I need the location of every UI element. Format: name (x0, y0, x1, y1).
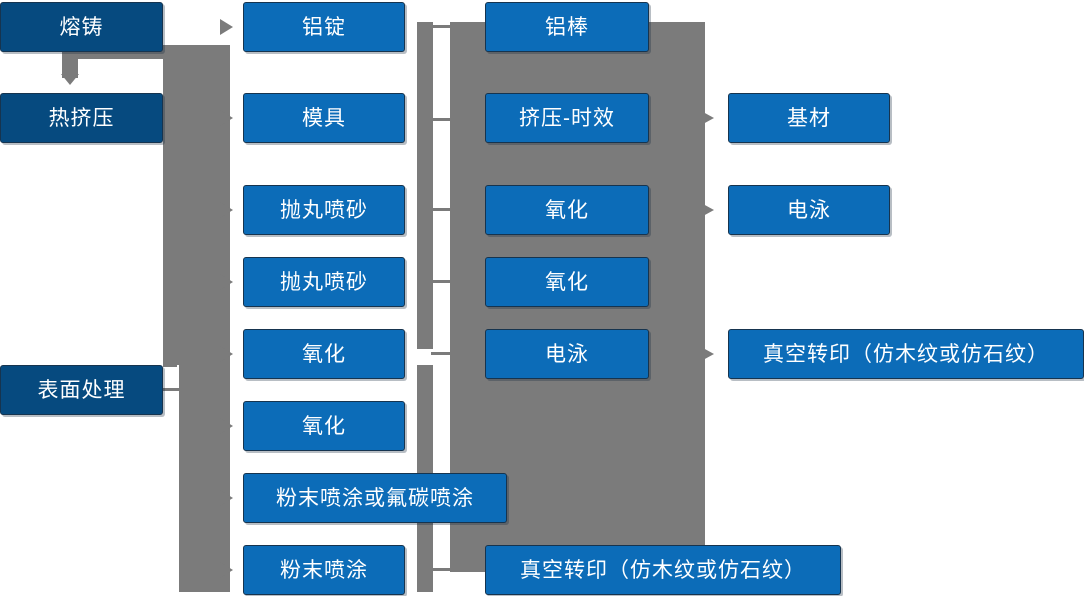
input-box-oxidation-1[interactable]: 氧化 (243, 329, 405, 379)
stage-trunk-connector (163, 45, 177, 367)
output-box-vacuum-transfer-printing[interactable]: 真空转印（仿木纹或仿石纹） (728, 329, 1084, 379)
input-label-mold: 模具 (302, 106, 346, 130)
input-label-powder-coating: 粉末喷涂 (280, 558, 368, 582)
stage-arrow-down-icon (61, 74, 79, 85)
output-arrow-icon-3 (703, 348, 714, 360)
fanout-arrow-icon-5 (220, 346, 233, 362)
output-arrow-icon-2 (703, 204, 714, 216)
process-box-oxidation-1[interactable]: 氧化 (485, 185, 649, 235)
fanout-trunk-connector-lower (179, 365, 230, 592)
mid-bridge-6 (431, 568, 453, 571)
input-box-powder-or-fluorocarbon-coating[interactable]: 粉末喷涂或氟碳喷涂 (243, 473, 507, 523)
input-box-shot-blasting-2[interactable]: 抛丸喷砂 (243, 257, 405, 307)
process-label-electrophoresis: 电泳 (545, 342, 589, 366)
input-box-powder-coating[interactable]: 粉末喷涂 (243, 545, 405, 595)
fanout-arrow-icon-6 (220, 418, 233, 434)
process-label-oxidation-1: 氧化 (545, 198, 589, 222)
input-label-powder-or-fluorocarbon-coating: 粉末喷涂或氟碳喷涂 (276, 486, 474, 510)
process-label-oxidation-2: 氧化 (545, 270, 589, 294)
mid-bridge-4 (431, 280, 453, 283)
output-label-vacuum-transfer-printing: 真空转印（仿木纹或仿石纹） (763, 342, 1049, 366)
process-label-aluminum-bar: 铝棒 (545, 15, 589, 39)
process-box-electrophoresis[interactable]: 电泳 (485, 329, 649, 379)
input-box-mold[interactable]: 模具 (243, 93, 405, 143)
stage-box-hot-extrusion[interactable]: 热挤压 (0, 93, 163, 143)
input-box-oxidation-2[interactable]: 氧化 (243, 401, 405, 451)
fanout-arrow-icon-1 (220, 19, 233, 35)
process-box-aluminum-bar[interactable]: 铝棒 (485, 2, 649, 52)
input-box-aluminum-ingot[interactable]: 铝锭 (243, 2, 405, 52)
fanout-arrow-icon-8 (220, 562, 233, 578)
fanout-arrow-icon-3 (220, 202, 233, 218)
mid-bridge-1 (431, 25, 453, 28)
stage-box-surface-treatment[interactable]: 表面处理 (0, 365, 163, 415)
input-label-oxidation-1: 氧化 (302, 342, 346, 366)
mid-rail-upper (417, 22, 433, 349)
stage-label-melting: 熔铸 (59, 15, 104, 39)
output-label-base-material: 基材 (787, 106, 831, 130)
input-box-shot-blasting-1[interactable]: 抛丸喷砂 (243, 185, 405, 235)
stage-label-surface-treatment: 表面处理 (37, 378, 126, 402)
input-label-shot-blasting-2: 抛丸喷砂 (280, 270, 368, 294)
input-label-aluminum-ingot: 铝锭 (302, 15, 346, 39)
process-box-extrusion-aging[interactable]: 挤压-时效 (485, 93, 649, 143)
process-box-vacuum-transfer-printing[interactable]: 真空转印（仿木纹或仿石纹） (485, 545, 841, 595)
fanout-arrow-icon-4 (220, 274, 233, 290)
input-label-oxidation-2: 氧化 (302, 414, 346, 438)
mid-bridge-5 (431, 352, 453, 355)
output-box-base-material[interactable]: 基材 (728, 93, 890, 143)
process-label-extrusion-aging: 挤压-时效 (519, 106, 615, 130)
fanout-arrow-icon-2 (220, 110, 233, 126)
mid-bridge-3 (431, 208, 453, 211)
surface-treatment-link (163, 388, 179, 391)
process-label-vacuum-transfer-printing: 真空转印（仿木纹或仿石纹） (520, 558, 806, 582)
stage-label-hot-extrusion: 热挤压 (48, 106, 115, 130)
input-label-shot-blasting-1: 抛丸喷砂 (280, 198, 368, 222)
output-arrow-icon-1 (703, 112, 714, 124)
output-box-electrophoresis[interactable]: 电泳 (728, 185, 890, 235)
stage-box-melting[interactable]: 熔铸 (0, 2, 163, 52)
process-box-oxidation-2[interactable]: 氧化 (485, 257, 649, 307)
output-label-electrophoresis: 电泳 (787, 198, 831, 222)
mid-bridge-2 (431, 118, 453, 121)
fanout-arrow-icon-7 (220, 490, 233, 506)
